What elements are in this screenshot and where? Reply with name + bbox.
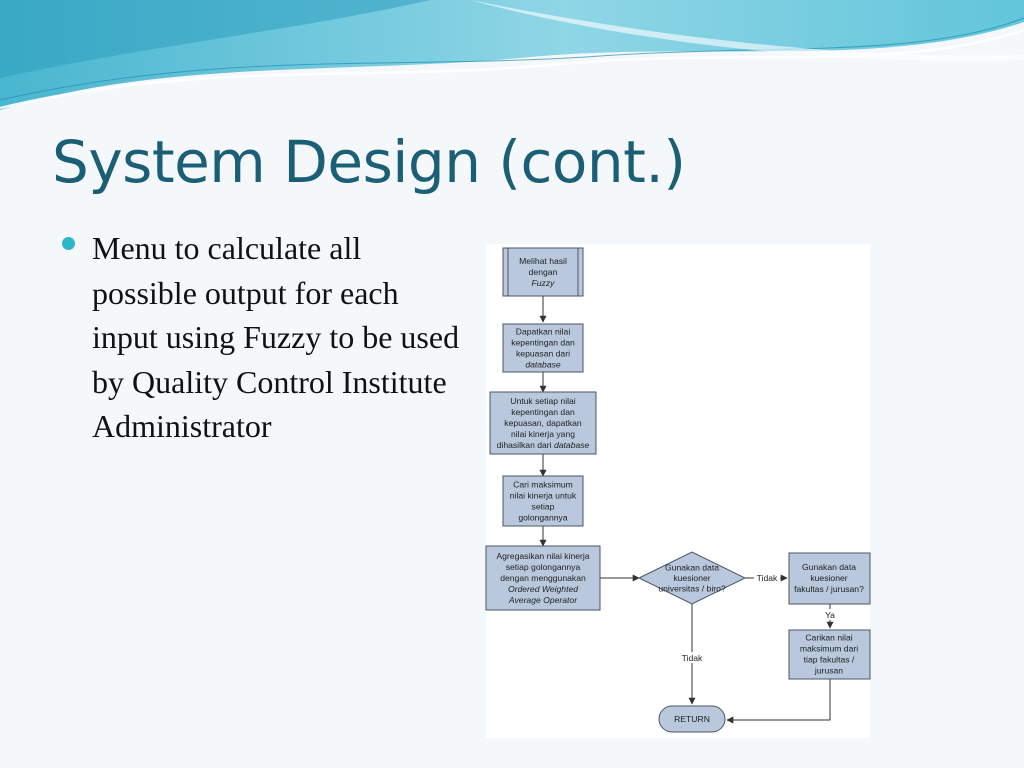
node-predefined-process — [502, 247, 584, 297]
bullet-item: Menu to calculate all possible output fo… — [62, 226, 462, 449]
node-process-max — [502, 475, 584, 527]
node-terminator-return — [658, 705, 726, 733]
bullet-dot-icon — [62, 237, 75, 250]
node-process-owa — [485, 545, 601, 611]
header-wave-decoration — [0, 0, 1024, 110]
bullet-list: Menu to calculate all possible output fo… — [62, 226, 462, 449]
slide-title: System Design (cont.) — [52, 128, 686, 196]
node-decision-university — [637, 551, 747, 605]
edge-label-tidak-right: Tidak — [757, 573, 778, 583]
node-process-performance — [489, 391, 597, 455]
node-text-return: RETURN — [674, 714, 710, 724]
edge-8-9 — [726, 679, 831, 724]
node-process-get-values — [502, 323, 584, 373]
node-decision-faculty — [788, 552, 871, 605]
edge-label-tidak-down: Tidak — [682, 653, 703, 663]
node-process-faculty-max — [788, 629, 871, 680]
edge-label-ya: Ya — [825, 610, 835, 620]
bullet-text: Menu to calculate all possible output fo… — [92, 230, 460, 444]
